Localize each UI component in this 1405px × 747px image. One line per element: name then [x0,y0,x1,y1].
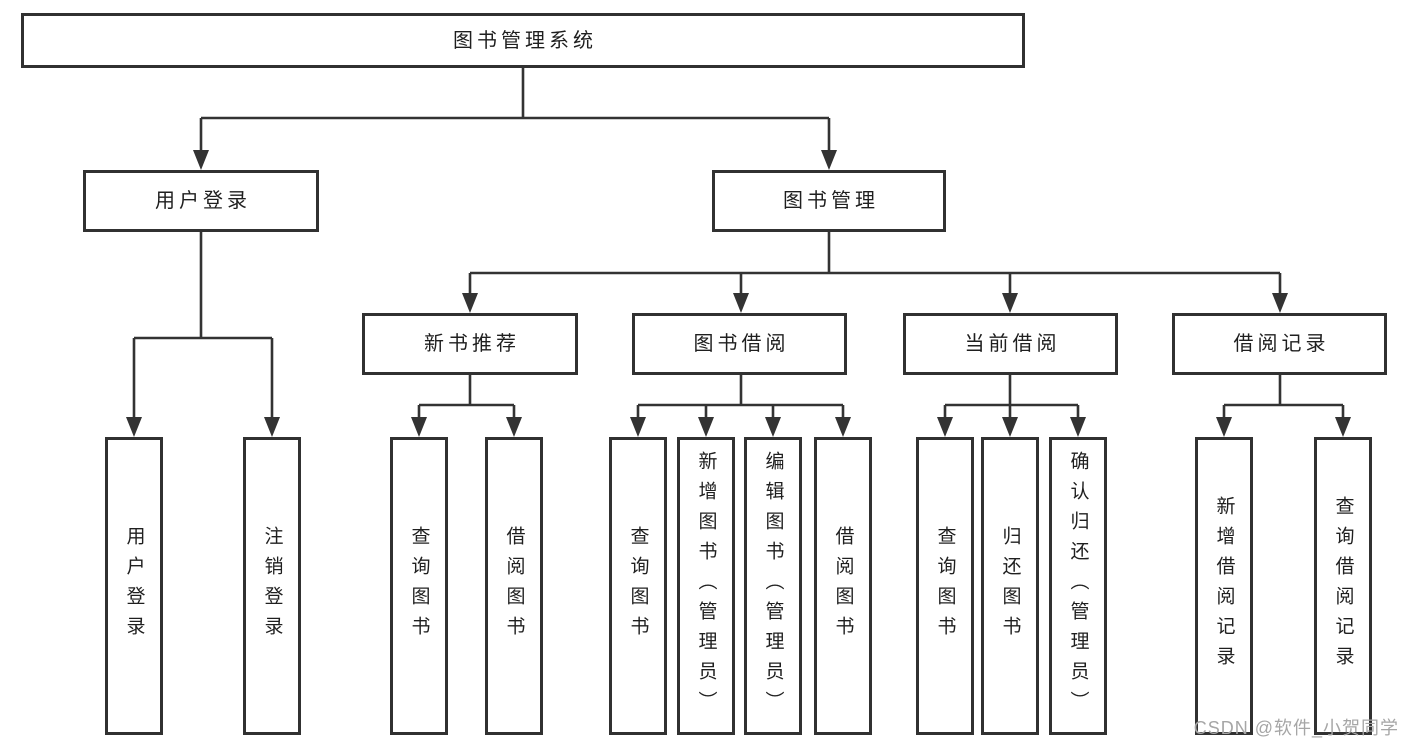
node-leaf-query-books-recommend: 查询图书 [390,437,448,735]
node-label: 用户登录 [123,526,145,646]
node-label: 新增借阅记录 [1213,496,1235,676]
node-leaf-add-borrow-record: 新增借阅记录 [1195,437,1253,735]
node-label: 图书借阅 [693,333,790,355]
node-leaf-query-borrow-record: 查询借阅记录 [1314,437,1372,735]
node-label: 用户登录 [155,190,251,212]
node-label: 查询图书 [408,526,430,646]
node-label: 借阅图书 [503,526,525,646]
node-book-management: 图书管理 [712,170,946,232]
node-borrow-records: 借阅记录 [1172,313,1387,375]
node-label: 确认归还（管理员） [1067,451,1089,721]
node-label: 查询图书 [627,526,649,646]
node-label: 当前借阅 [964,333,1061,355]
node-label: 图书管理 [783,190,879,212]
node-leaf-edit-books-admin: 编辑图书（管理员） [744,437,802,735]
node-leaf-borrow-books: 借阅图书 [814,437,872,735]
node-leaf-confirm-return-admin: 确认归还（管理员） [1049,437,1107,735]
node-label: 图书管理系统 [453,29,597,52]
node-book-borrow: 图书借阅 [632,313,847,375]
arrowhead-icons [126,150,1351,437]
node-leaf-add-books-admin: 新增图书（管理员） [677,437,735,735]
node-label: 编辑图书（管理员） [762,451,784,721]
node-label: 新书推荐 [424,333,520,355]
node-label: 注销登录 [261,526,283,646]
node-library-system: 图书管理系统 [21,13,1025,68]
node-label: 新增图书（管理员） [695,451,717,721]
node-current-borrow: 当前借阅 [903,313,1118,375]
node-leaf-return-books: 归还图书 [981,437,1039,735]
node-leaf-borrow-books-recommend: 借阅图书 [485,437,543,735]
watermark: CSDN @软件_小贺同学 [1193,718,1399,738]
node-label: 查询图书 [934,526,956,646]
node-label: 借阅图书 [832,526,854,646]
node-new-book-recommend: 新书推荐 [362,313,578,375]
node-user-login: 用户登录 [83,170,319,232]
node-leaf-query-books-current: 查询图书 [916,437,974,735]
node-label: 归还图书 [999,526,1021,646]
node-label: 查询借阅记录 [1332,496,1354,676]
node-label: 借阅记录 [1233,333,1330,355]
node-leaf-user-login: 用户登录 [105,437,163,735]
node-leaf-query-books-borrow: 查询图书 [609,437,667,735]
node-leaf-logout: 注销登录 [243,437,301,735]
